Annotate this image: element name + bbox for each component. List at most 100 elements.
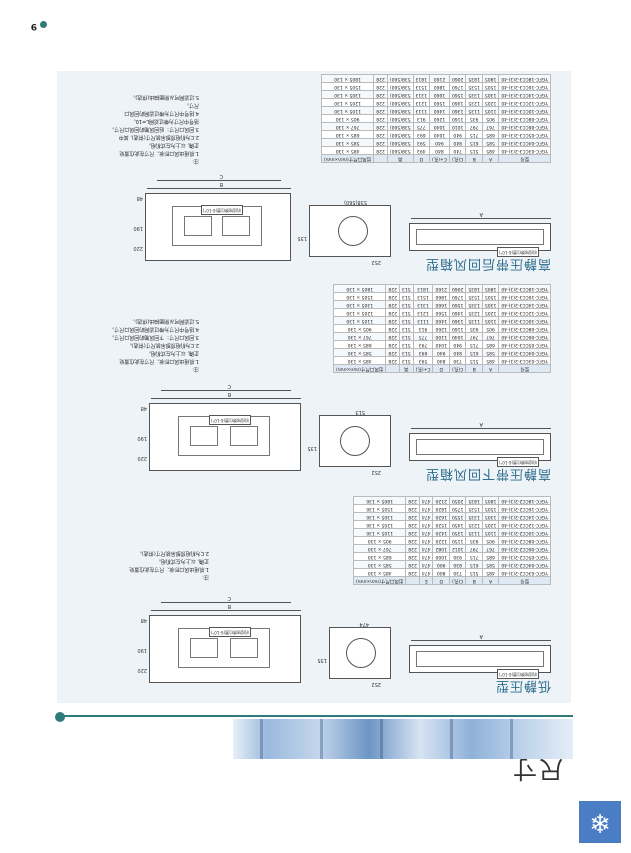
table-cell: YGFC-10CC3-2(3)-40	[498, 106, 551, 115]
brand-logo: ❄	[579, 801, 621, 843]
table-cell: 228	[385, 332, 400, 341]
table-cell: 228	[385, 316, 400, 325]
table-cell: 905	[482, 324, 499, 333]
table-header-row: 型号 A B C(孔) D E 出风口尺寸(mm×mm)	[353, 576, 551, 585]
table-cell: 513	[399, 284, 414, 293]
table-cell: 1460	[449, 98, 466, 107]
table-cell: 1560	[449, 90, 466, 99]
table-cell: 1305	[482, 90, 499, 99]
table-cell: 767 × 130	[353, 544, 406, 553]
table-cell: 797	[465, 544, 483, 553]
table-cell: 538(560)	[387, 106, 414, 115]
page-number-dot	[40, 21, 47, 28]
column-header: 型号	[498, 364, 551, 373]
table-cell: 228	[373, 130, 388, 139]
table-cell: 538(560)	[387, 122, 414, 131]
table-cell: 228	[373, 82, 388, 91]
table-cell: YGFC-12CC3-2(3)-40	[498, 308, 551, 317]
column-header: 出风口尺寸(mm×mm)	[321, 154, 374, 163]
dim-height-1: 220	[137, 667, 147, 673]
column-header: D	[433, 364, 450, 373]
column-header: A	[482, 576, 499, 585]
table-cell: 1205 × 130	[353, 520, 406, 529]
table-cell: 715	[465, 340, 483, 349]
table-cell: 1260	[433, 324, 450, 333]
table-cell: 767	[482, 332, 499, 341]
table-cell: 228	[373, 122, 388, 131]
table-cell: 685 × 130	[353, 552, 406, 561]
table-cell: 905 × 130	[321, 114, 374, 123]
fan-outline	[338, 216, 368, 246]
table-cell: 585	[482, 560, 499, 569]
note-line: 4.括号中尺寸为带过滤网的回风口	[124, 110, 199, 116]
table-cell: 715	[465, 130, 483, 139]
note-line: 1.机组出风口形状、尺寸在此位置处	[119, 358, 199, 364]
table-cell: 1460	[433, 316, 450, 325]
unit-end-view	[309, 205, 391, 257]
table-cell: 1805	[482, 284, 499, 293]
table-cell: 1550	[449, 512, 466, 521]
column-header	[385, 364, 400, 373]
column-header: B	[465, 364, 483, 373]
dim-b: B	[227, 603, 231, 609]
table-cell: 228	[373, 106, 388, 115]
spec-table: 型号 A B C(孔) D C+(孔) 高 出风口尺寸(mm×mm) YGFC-…	[333, 284, 551, 373]
table-cell: YGFC-08CC2-2(3)-40	[498, 536, 551, 545]
table-cell: 513	[399, 332, 414, 341]
table-cell: 228	[373, 138, 388, 147]
table-cell: 228	[385, 324, 400, 333]
column-header: D	[413, 154, 430, 163]
table-cell: 228	[405, 552, 420, 561]
table-cell: 1335	[465, 300, 483, 309]
table-cell: 685	[482, 552, 499, 561]
column-header: E	[419, 576, 433, 585]
table-cell: 593	[413, 138, 430, 147]
table-cell: 228	[405, 536, 420, 545]
table-cell: 585 × 130	[321, 138, 374, 147]
column-header: C(孔)	[449, 154, 466, 163]
table-cell: 1460	[449, 308, 466, 317]
table-cell: 1360	[449, 106, 466, 115]
table-cell: 840	[433, 356, 450, 365]
table-cell: YGFC-16CC2-2(3)-40	[498, 504, 551, 513]
table-cell: 793	[413, 340, 433, 349]
table-cell: YGFC-03CC3-2(3)-40	[498, 356, 551, 365]
table-cell: 1360	[449, 316, 466, 325]
unit-plan-view	[149, 615, 301, 683]
table-cell: 1505 × 130	[321, 82, 374, 91]
unit-plan-view	[149, 403, 301, 471]
table-cell: 685 × 130	[321, 130, 374, 139]
table-cell: 1000	[433, 552, 450, 561]
table-cell: 1213	[413, 98, 430, 107]
dim-edge: 48	[136, 195, 143, 201]
table-cell: 1313	[413, 90, 430, 99]
table-cell: 228	[385, 300, 400, 309]
header-rule-dot	[55, 712, 65, 722]
table-cell: 1160	[449, 324, 466, 333]
table-cell: 900	[433, 560, 450, 569]
note-line: 2.C为机组顶部吊装尺寸(供选)。	[126, 342, 199, 348]
notes-block: 注:1.机组出风口形状、尺寸在此位置处 正确, 以上为左式机组。2.C为机组顶部…	[79, 93, 199, 165]
column-header: C(孔)	[449, 576, 466, 585]
table-cell: 228	[385, 348, 400, 357]
note-line: 尺寸。	[183, 102, 199, 108]
table-cell: 1040	[429, 122, 450, 131]
table-cell: 2160	[433, 284, 450, 293]
table-cell: 228	[385, 308, 400, 317]
table-cell: 767 × 130	[333, 332, 386, 341]
table-cell: 685	[482, 340, 499, 349]
table-cell: 1135	[465, 316, 483, 325]
dim-c: C	[227, 595, 232, 601]
page-number: 9	[30, 21, 37, 31]
table-cell: 693	[413, 130, 430, 139]
table-cell: 1813	[413, 74, 430, 83]
table-cell: 1313	[413, 300, 433, 309]
table-cell: 474	[419, 544, 433, 553]
table-cell: 485	[482, 356, 499, 365]
table-cell: YGFC-04CC2-2(3)-40	[498, 560, 551, 569]
